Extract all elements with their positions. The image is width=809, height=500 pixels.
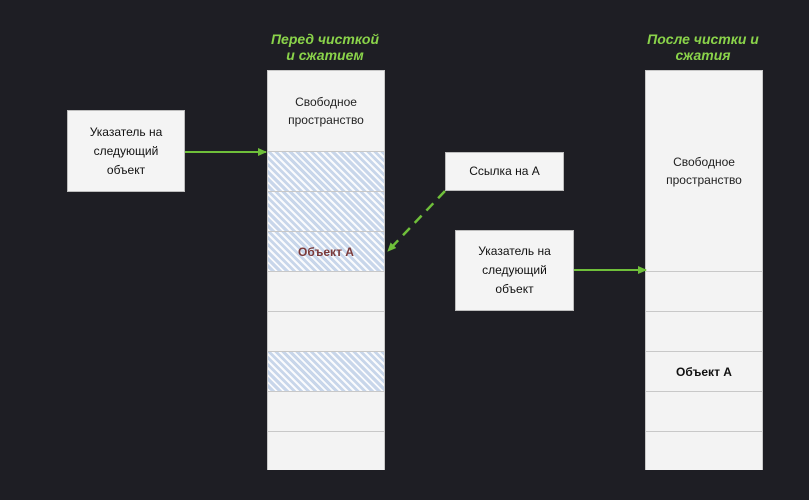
- block-empty-4: [268, 431, 384, 470]
- block-after-1: [646, 271, 762, 311]
- block-used-1: [268, 151, 384, 191]
- block-used-3: [268, 351, 384, 391]
- pointer-right-box: Указатель на следующий объект: [455, 230, 574, 311]
- block-object-a-before: Объект A: [268, 231, 384, 271]
- block-empty-2: [268, 311, 384, 351]
- block-used-2: [268, 191, 384, 231]
- object-a-before-label: Объект A: [298, 244, 354, 259]
- object-a-after-label: Объект A: [676, 364, 732, 379]
- block-after-3: [646, 391, 762, 431]
- reference-a-box: Ссылка на A: [445, 152, 564, 191]
- before-heading-line2: и сжатием: [286, 47, 364, 63]
- block-empty-1: [268, 271, 384, 311]
- block-after-2: [646, 311, 762, 351]
- before-heading-line1: Перед чисткой: [270, 31, 380, 47]
- memory-before: Свободное пространство Объект A: [267, 70, 385, 470]
- reference-a-label: Ссылка на A: [469, 164, 540, 178]
- block-object-a-after: Объект A: [646, 351, 762, 391]
- free-space-before: Свободное пространство: [268, 71, 384, 151]
- pointer-left-label: Указатель на следующий объект: [89, 124, 163, 177]
- before-heading: Перед чисткой и сжатием: [262, 31, 388, 63]
- block-after-4: [646, 431, 762, 470]
- free-space-after-label: Свободное пространство: [666, 155, 742, 187]
- memory-after: Свободное пространство Объект A: [645, 70, 763, 470]
- pointer-right-label: Указатель на следующий объект: [478, 244, 551, 296]
- free-space-after: Свободное пространство: [646, 71, 762, 271]
- after-heading-line2: сжатия: [675, 47, 731, 63]
- free-space-before-label: Свободное пространство: [288, 95, 364, 127]
- after-heading: После чистки и сжатия: [636, 31, 770, 63]
- block-empty-3: [268, 391, 384, 431]
- arrow-reference-a: [387, 190, 446, 252]
- pointer-left-box: Указатель на следующий объект: [67, 110, 185, 192]
- after-heading-line1: После чистки и: [647, 31, 759, 47]
